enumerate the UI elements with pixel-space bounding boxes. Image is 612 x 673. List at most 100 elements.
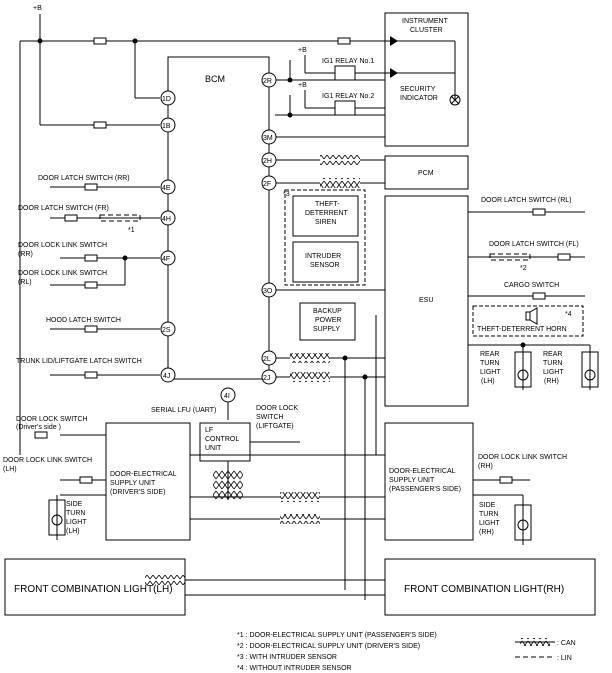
driver-lock-switch-label-2: (Driver's side ) (16, 424, 61, 431)
siren-label-1: THEFT- (315, 201, 340, 208)
legend-lin: : LIN (557, 655, 572, 662)
instrument-cluster-label-2: CLUSTER (410, 27, 443, 34)
passenger-unit-label-1: DOOR-ELECTRICAL (389, 468, 456, 475)
switch-icons (34, 65, 571, 484)
rear-turn-lh-4: (LH) (481, 378, 495, 385)
lin-dashed-lines (99, 214, 531, 261)
pin-1d: 1D (162, 96, 171, 103)
rear-turn-lh-2: TURN (480, 360, 499, 367)
plus-b-label-2: +B (298, 47, 307, 54)
footnote-2: *2 : DOOR-ELECTRICAL SUPPLY UNIT (DRIVER… (237, 643, 420, 650)
rear-turn-lh-1: REAR (480, 351, 499, 358)
driver-unit-label-2: SUPPLY UNIT (110, 480, 156, 487)
passenger-link-switch-label-2: (RH) (478, 463, 493, 470)
lf-control-label-2: CONTROL (205, 436, 239, 443)
door-latch-fl-label: DOOR LATCH SWITCH (FL) (489, 241, 579, 248)
legend (515, 638, 555, 658)
trunk-latch-label: TRUNK LID/LIFTGATE LATCH SWITCH (16, 358, 142, 365)
siren-label-3: SIREN (315, 219, 336, 226)
lock-link-rr-label-2: (RR) (18, 251, 33, 258)
driver-unit-label-3: (DRIVER'S SIDE) (110, 489, 165, 496)
intruder-label-1: INTRUDER (305, 253, 341, 260)
pin-4i: 4I (224, 393, 230, 400)
liftgate-switch-label-3: (LIFTGATE) (256, 423, 294, 430)
pin-2s: 2S (162, 327, 171, 334)
relay-no2-label: IG1 RELAY No.2 (322, 93, 374, 100)
rear-turn-lh-3: LIGHT (480, 369, 501, 376)
passenger-unit-label-3: (PASSENGER'S SIDE) (389, 486, 461, 493)
diode-icon (390, 36, 398, 78)
junction-dots (37, 38, 526, 380)
front-combination-lh: FRONT COMBINATION LIGHT(LH) (14, 584, 173, 595)
esu-label: ESU (419, 297, 433, 304)
bcm-connector-pins (160, 72, 277, 403)
pin-2f: 2F (263, 181, 271, 188)
side-turn-rh-3: LIGHT (479, 520, 500, 527)
front-combination-rh: FRONT COMBINATION LIGHT(RH) (404, 584, 564, 595)
driver-link-switch-label-1: DOOR LOCK LINK SWITCH (3, 457, 92, 464)
door-latch-rr-label: DOOR LATCH SWITCH (RR) (38, 175, 130, 182)
pin-3m: 3M (263, 135, 273, 142)
fuse-icon (93, 37, 351, 129)
footnote-4: *4 : WITHOUT INTRUDER SENSOR (237, 665, 352, 672)
liftgate-switch-label-2: SWITCH (256, 414, 284, 421)
horn-label: THEFT-DETERRENT HORN (477, 326, 567, 333)
footnote-1: *1 : DOOR-ELECTRICAL SUPPLY UNIT (PASSEN… (237, 632, 437, 639)
plus-b-label-1: +B (33, 5, 42, 12)
backup-power-label-2: POWER (315, 317, 341, 324)
security-indicator-lamp-icon (449, 94, 461, 106)
serial-lfu-label: SERIAL LFU (UART) (151, 407, 216, 414)
door-latch-fr-label: DOOR LATCH SWITCH (FR) (18, 205, 109, 212)
security-indicator-label-1: SECURITY (400, 86, 436, 93)
rear-turn-rh-4: (RH) (544, 378, 559, 385)
driver-link-switch-label-2: (LH) (3, 466, 17, 473)
pin-4j: 4J (163, 373, 170, 380)
lock-link-rr-label-1: DOOR LOCK LINK SWITCH (18, 242, 107, 249)
pin-2l: 2L (263, 356, 271, 363)
side-turn-lh-1: SIDE (66, 501, 83, 508)
intruder-label-2: SENSOR (310, 262, 340, 269)
side-turn-rh-4: (RH) (479, 529, 494, 536)
footnote-3: *3 : WITH INTRUDER SENSOR (237, 654, 337, 661)
pin-1b: 1B (162, 123, 171, 130)
passenger-unit-label-2: SUPPLY UNIT (389, 477, 435, 484)
pin-4f: 4F (162, 256, 170, 263)
backup-power-label-1: BACKUP (313, 308, 342, 315)
backup-power-label-3: SUPPLY (313, 326, 340, 333)
legend-can: : CAN (557, 640, 576, 647)
note-4: *4 (565, 311, 572, 318)
bcm-title: BCM (205, 74, 225, 84)
pin-2j: 2J (263, 375, 270, 382)
cargo-switch-label: CARGO SWITCH (504, 282, 559, 289)
lf-control-label-1: LF (205, 427, 213, 434)
note-2: *2 (520, 265, 527, 272)
instrument-cluster-label-1: INSTRUMENT (402, 18, 449, 25)
side-turn-rh-2: TURN (479, 511, 498, 518)
side-turn-lh-3: LIGHT (66, 519, 87, 526)
driver-lock-switch-label-1: DOOR LOCK SWITCH (16, 416, 88, 423)
side-turn-lh-2: TURN (66, 510, 85, 517)
pin-2h: 2H (263, 158, 272, 165)
can-twisted-pairs (145, 155, 360, 585)
plus-b-label-3: +B (298, 82, 307, 89)
group-note-3: *3 (283, 191, 290, 198)
pcm-label: PCM (418, 170, 434, 177)
pin-3o: 3O (263, 288, 273, 295)
relay-no1-label: IG1 RELAY No.1 (322, 58, 374, 65)
horn-icon (525, 307, 538, 325)
side-turn-rh-1: SIDE (479, 502, 496, 509)
lock-link-rl-label-1: DOOR LOCK LINK SWITCH (18, 270, 107, 277)
siren-label-2: DETERRENT (305, 210, 349, 217)
pin-4e: 4E (162, 185, 171, 192)
rear-turn-rh-1: REAR (543, 351, 562, 358)
side-turn-lh-4: (LH) (66, 528, 80, 535)
driver-unit-label-1: DOOR-ELECTRICAL (110, 471, 177, 478)
pin-4h: 4H (162, 216, 171, 223)
rear-turn-rh-2: TURN (543, 360, 562, 367)
door-latch-rl-label: DOOR LATCH SWITCH (RL) (481, 197, 571, 204)
lock-link-rl-label-2: (RL) (18, 279, 32, 286)
pin-2r: 2R (263, 78, 272, 85)
lf-control-label-3: UNIT (205, 445, 222, 452)
rear-turn-rh-3: LIGHT (543, 369, 564, 376)
